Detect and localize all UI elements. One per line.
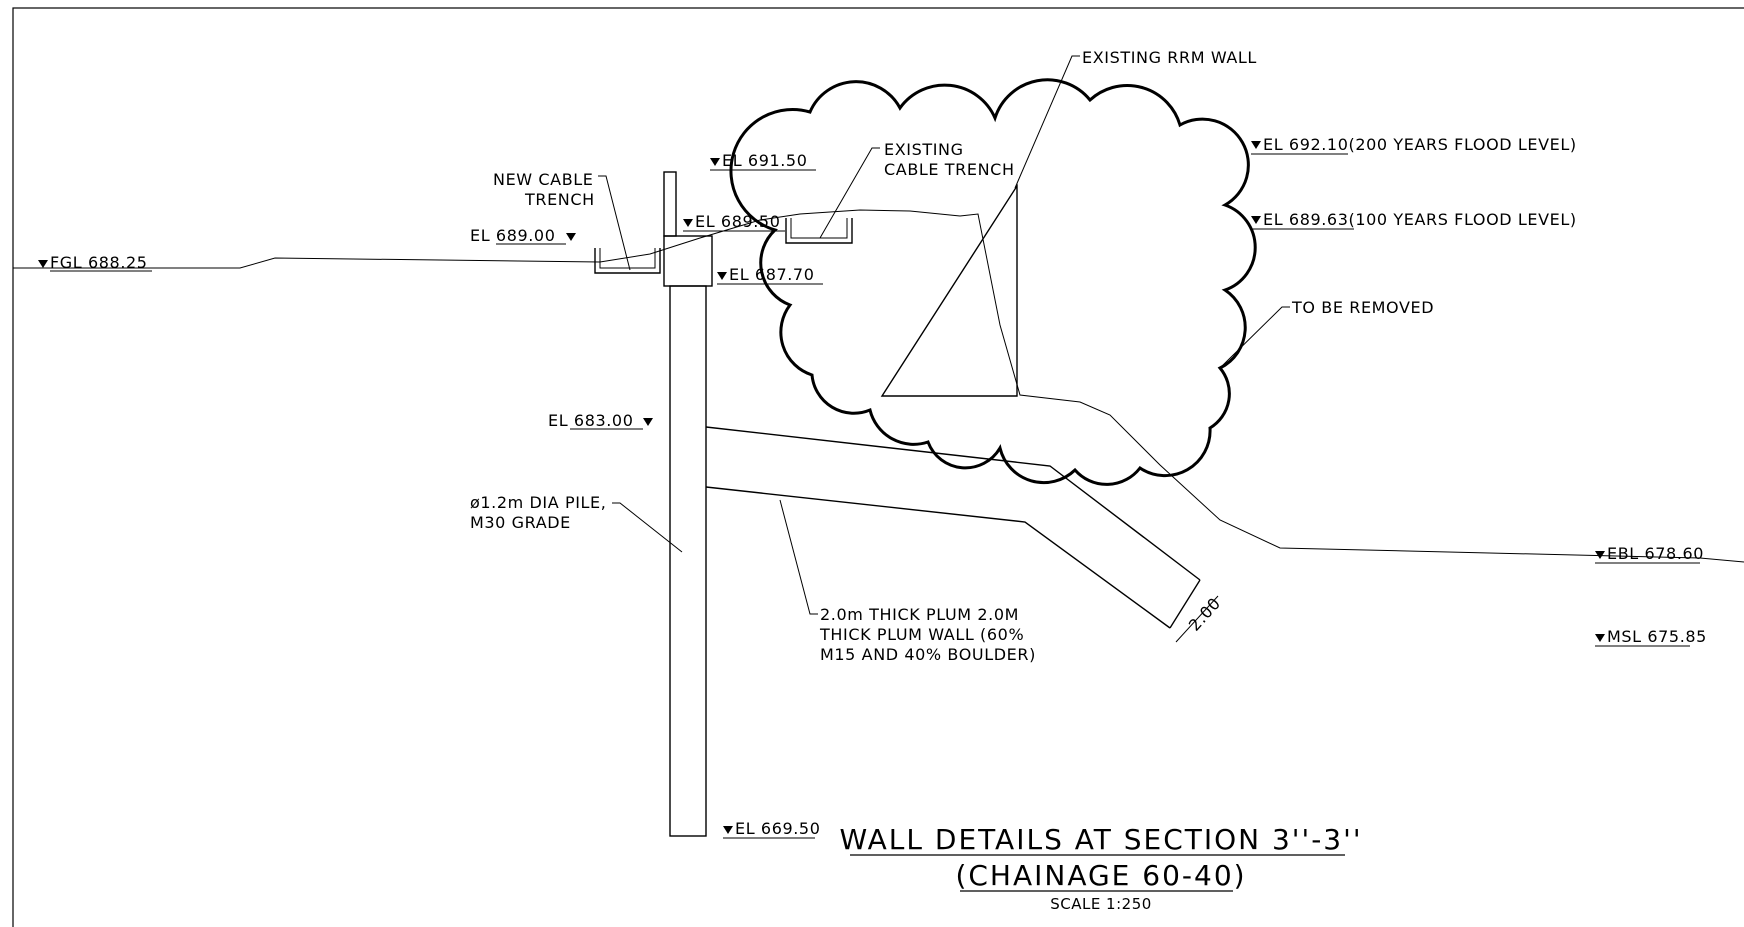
label-msl: MSL 675.85 (1607, 627, 1707, 646)
marker-el-691-50 (710, 158, 720, 166)
label-flood-200: EL 692.10(200 YEARS FLOOD LEVEL) (1263, 135, 1577, 154)
label-existing-rrm-wall: EXISTING RRM WALL (1082, 48, 1257, 67)
label-plum-line2: THICK PLUM WALL (60% (819, 625, 1024, 644)
marker-el-687-70 (717, 272, 727, 280)
drawing-scale: SCALE 1:250 (1050, 895, 1152, 913)
dim-line-2-00 (1175, 595, 1219, 643)
pile-stem (663, 171, 677, 237)
existing-rrm-wall (880, 183, 1018, 397)
label-existing-cable-trench-line1: EXISTING (884, 140, 964, 159)
existing-ground-line-left (13, 209, 961, 269)
label-plum-line3: M15 AND 40% BOULDER) (820, 645, 1036, 664)
leader-plum-wall (779, 499, 818, 615)
leader-existing-cable-trench (819, 147, 880, 239)
label-new-cable-trench-line2: TRENCH (524, 190, 595, 209)
plum-wall-bottom-edge (705, 486, 1171, 629)
label-el-687-70: EL 687.70 (729, 265, 815, 284)
drawing-subtitle: (CHAINAGE 60-40) (955, 859, 1246, 892)
label-pile-line2: M30 GRADE (470, 513, 571, 532)
existing-cable-trench-inner (790, 218, 848, 239)
pile (669, 285, 707, 837)
marker-flood-200 (1251, 141, 1261, 149)
drawing-title: WALL DETAILS AT SECTION 3''-3'' (839, 823, 1362, 856)
dim-label-2-00: 2.00 (1185, 594, 1225, 635)
label-plum-line1: 2.0m THICK PLUM 2.0M (820, 605, 1019, 624)
existing-ground-line-right (959, 213, 1744, 563)
leader-to-be-removed (1219, 306, 1290, 369)
label-fgl: FGL 688.25 (50, 253, 148, 272)
marker-ebl (1595, 551, 1605, 559)
frame-border (12, 7, 1744, 927)
new-cable-trench (594, 248, 661, 274)
label-el-669-50: EL 669.50 (735, 819, 821, 838)
new-cable-trench-inner (599, 248, 656, 269)
label-el-689-00: EL 689.00 (470, 226, 556, 245)
label-to-be-removed: TO BE REMOVED (1291, 298, 1434, 317)
marker-el-683-00 (643, 418, 653, 426)
label-pile-line1: ø1.2m DIA PILE, (470, 493, 606, 512)
leader-new-cable-trench (598, 175, 631, 271)
label-el-683-00: EL 683.00 (548, 411, 634, 430)
marker-el-669-50 (723, 826, 733, 834)
plum-wall-end (1169, 579, 1201, 629)
marker-el-689-00 (566, 233, 576, 241)
pile-cap (663, 235, 713, 287)
label-existing-cable-trench-line2: CABLE TRENCH (884, 160, 1015, 179)
marker-msl (1595, 634, 1605, 642)
marker-fgl (38, 260, 48, 268)
label-flood-100: EL 689.63(100 YEARS FLOOD LEVEL) (1263, 210, 1577, 229)
plum-wall-top-edge (705, 426, 1201, 581)
leader-pile (612, 502, 683, 553)
existing-cable-trench (785, 218, 853, 244)
label-el-691-50: EL 691.50 (722, 151, 808, 170)
marker-el-689-50 (683, 219, 693, 227)
label-new-cable-trench-line1: NEW CABLE (493, 170, 594, 189)
level-markers (38, 141, 1605, 834)
marker-flood-100 (1251, 216, 1261, 224)
label-el-689-50: EL 689.50 (695, 212, 781, 231)
label-ebl: EBL 678.60 (1607, 544, 1704, 563)
leader-existing-rrm-wall (1014, 55, 1080, 189)
